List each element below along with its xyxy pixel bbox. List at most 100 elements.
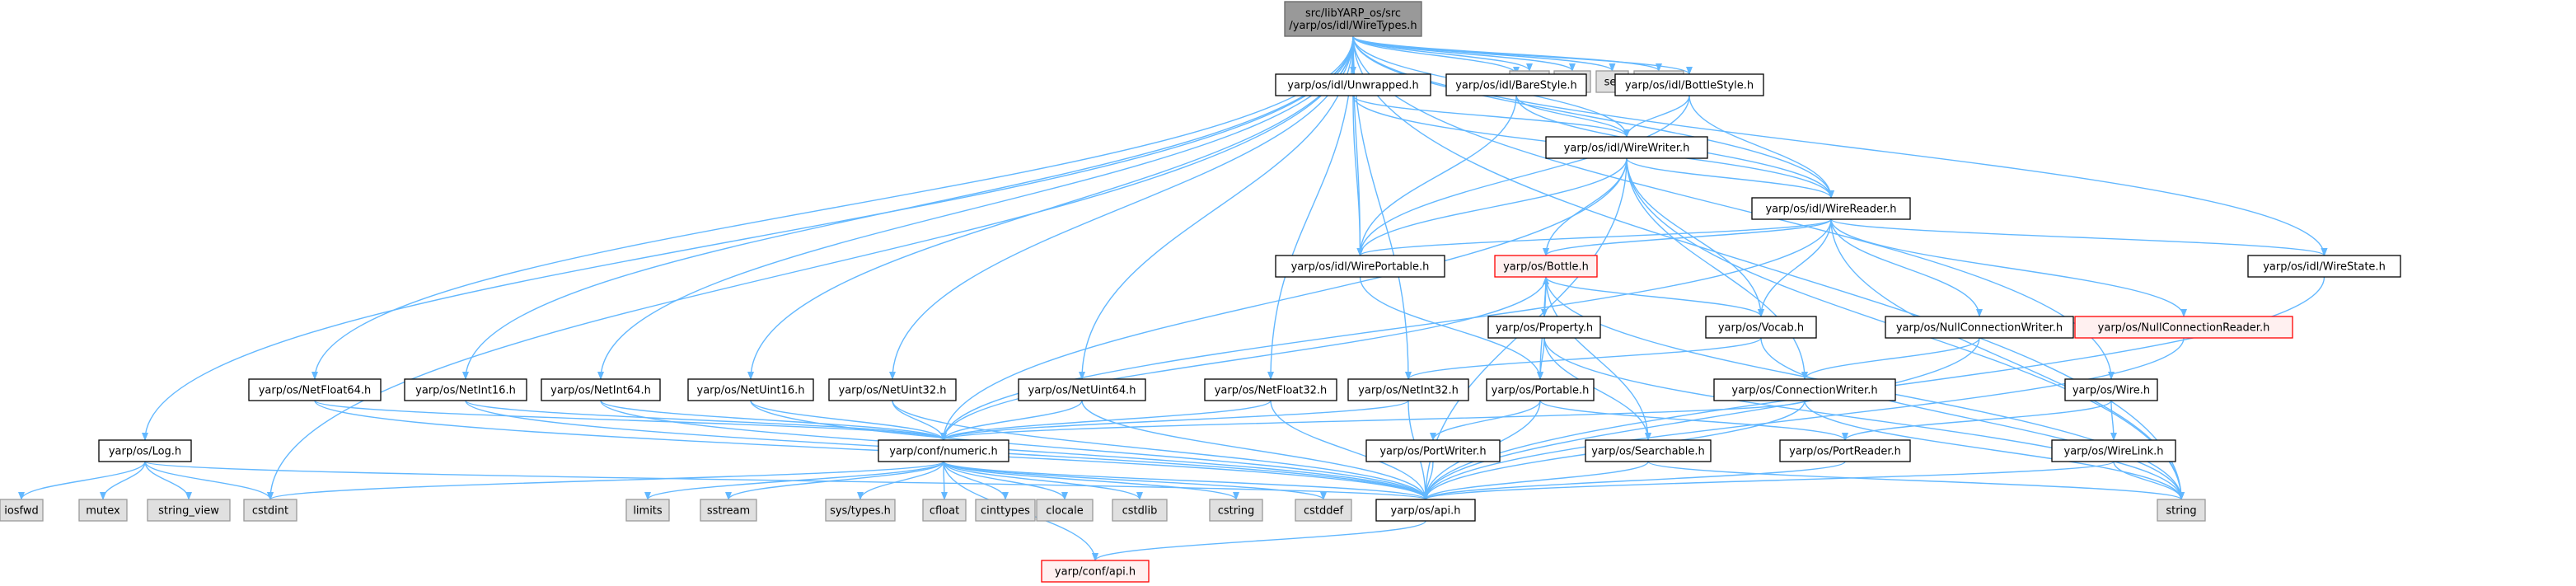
node-nullconnwriter[interactable]: yarp/os/NullConnectionWriter.h <box>1885 316 2074 339</box>
node-netuint32[interactable]: yarp/os/NetUint32.h <box>828 378 957 401</box>
node-label-limits: limits <box>633 505 663 518</box>
node-netuint16[interactable]: yarp/os/NetUint16.h <box>687 378 814 401</box>
node-portreader[interactable]: yarp/os/PortReader.h <box>1779 439 1911 462</box>
edge-bottle-to-searchable <box>1545 276 1651 441</box>
node-wirereader[interactable]: yarp/os/idl/WireReader.h <box>1751 197 1911 220</box>
node-box-portwriter <box>1365 439 1501 462</box>
node-label-portreader: yarp/os/PortReader.h <box>1789 446 1901 458</box>
node-confapi[interactable]: yarp/conf/api.h <box>1041 560 1150 583</box>
edge-barestyle-to-wireportable <box>1356 95 1517 256</box>
node-box-nullconnwriter <box>1885 316 2074 339</box>
edge-wirereader-to-nullconnreader <box>1830 218 2187 317</box>
node-portwriter[interactable]: yarp/os/PortWriter.h <box>1365 439 1501 462</box>
node-wire[interactable]: yarp/os/Wire.h <box>2064 378 2158 401</box>
node-label-iosfwd: iosfwd <box>4 505 39 518</box>
node-label-cstddef: cstddef <box>1304 505 1344 518</box>
node-box-searchable <box>1585 439 1712 462</box>
node-label-wirewriter: yarp/os/idl/WireWriter.h <box>1564 143 1690 155</box>
node-bottlestyle[interactable]: yarp/os/idl/BottleStyle.h <box>1614 73 1764 96</box>
node-wirewriter[interactable]: yarp/os/idl/WireWriter.h <box>1545 136 1708 159</box>
node-label-netint16: yarp/os/NetInt16.h <box>415 385 516 397</box>
edge-netint16-to-numeric <box>465 400 947 441</box>
edge-bottle-to-vocab <box>1545 276 1764 317</box>
node-log[interactable]: yarp/os/Log.h <box>98 439 192 462</box>
edge-log-to-cstdint <box>144 461 274 500</box>
edge-netuint64-to-api <box>1081 400 1429 500</box>
node-box-cstdint <box>243 499 297 522</box>
node-api[interactable]: yarp/os/api.h <box>1375 499 1476 522</box>
edge-nullconnreader-to-api <box>1422 337 2185 500</box>
node-label-nullconnreader: yarp/os/NullConnectionReader.h <box>2098 322 2270 335</box>
node-wirestate[interactable]: yarp/os/idl/WireState.h <box>2247 255 2401 278</box>
node-box-clocale <box>1036 499 1094 522</box>
edge-root-to-set <box>1352 35 1616 72</box>
node-box-netint32 <box>1347 378 1469 401</box>
edge-wirereader-to-nullconnwriter <box>1830 218 1983 317</box>
edge-numeric-to-cstddef <box>943 461 1327 500</box>
node-property[interactable]: yarp/os/Property.h <box>1487 316 1601 339</box>
edge-netfloat32-to-numeric <box>940 400 1272 441</box>
edge-unwrapped-to-wirewriter <box>1352 95 1630 138</box>
node-label-unwrapped: yarp/os/idl/Unwrapped.h <box>1287 80 1418 92</box>
node-numeric[interactable]: yarp/conf/numeric.h <box>878 439 1009 462</box>
node-netint64[interactable]: yarp/os/NetInt64.h <box>541 378 661 401</box>
node-box-netint16 <box>404 378 527 401</box>
node-label-bottle: yarp/os/Bottle.h <box>1503 261 1589 274</box>
edge-portable-to-portwriter <box>1430 400 1541 441</box>
edge-netint64-to-api <box>600 400 1429 500</box>
edge-nullconnwriter-to-connwriter <box>1801 337 1980 380</box>
node-barestyle[interactable]: yarp/os/idl/BareStyle.h <box>1445 73 1587 96</box>
node-box-netuint16 <box>687 378 814 401</box>
edge-wirewriter-to-wirereader <box>1626 157 1834 199</box>
node-netint16[interactable]: yarp/os/NetInt16.h <box>404 378 527 401</box>
edge-wire-to-portreader <box>1842 400 2112 441</box>
node-netint32[interactable]: yarp/os/NetInt32.h <box>1347 378 1469 401</box>
edge-netint64-to-numeric <box>600 400 947 441</box>
node-box-wireportable <box>1275 255 1445 278</box>
edge-numeric-to-cstdlib <box>943 461 1143 500</box>
node-box-log <box>98 439 192 462</box>
node-label-cfloat: cfloat <box>930 505 959 518</box>
node-box-portable <box>1486 378 1595 401</box>
node-searchable[interactable]: yarp/os/Searchable.h <box>1585 439 1712 462</box>
node-box-cstdlib <box>1112 499 1168 522</box>
node-vocab[interactable]: yarp/os/Vocab.h <box>1705 316 1817 339</box>
node-cstddef: cstddef <box>1295 499 1352 522</box>
edge-root-to-cstdint <box>267 35 1354 500</box>
node-label-netint32: yarp/os/NetInt32.h <box>1358 385 1459 397</box>
node-portable[interactable]: yarp/os/Portable.h <box>1486 378 1595 401</box>
edge-numeric-to-clocale <box>943 461 1068 500</box>
node-box-bottle <box>1494 255 1598 278</box>
node-wirelink[interactable]: yarp/os/WireLink.h <box>2051 439 2176 462</box>
node-box-api <box>1375 499 1476 522</box>
edge-netfloat64-to-api <box>314 400 1429 500</box>
edge-portable-to-portreader <box>1539 400 1848 441</box>
edge-numeric-to-api <box>943 461 1429 500</box>
node-netuint64[interactable]: yarp/os/NetUint64.h <box>1018 378 1146 401</box>
node-bottle[interactable]: yarp/os/Bottle.h <box>1494 255 1598 278</box>
edge-netint32-to-numeric <box>940 400 1409 441</box>
node-netfloat32[interactable]: yarp/os/NetFloat32.h <box>1204 378 1337 401</box>
edge-log-to-iosfwd <box>18 461 146 500</box>
node-cstdlib: cstdlib <box>1112 499 1168 522</box>
edge-numeric-to-cinttypes <box>943 461 1009 500</box>
node-label-string_view: string_view <box>158 505 219 518</box>
node-netfloat64[interactable]: yarp/os/NetFloat64.h <box>248 378 382 401</box>
node-wireportable[interactable]: yarp/os/idl/WirePortable.h <box>1275 255 1445 278</box>
node-iosfwd: iosfwd <box>0 499 44 522</box>
edge-netfloat32-to-api <box>1270 400 1429 500</box>
node-label-clocale: clocale <box>1046 505 1083 518</box>
edge-bottlestyle-to-wirereader <box>1688 95 1834 199</box>
node-box-netuint64 <box>1018 378 1146 401</box>
edge-bottlestyle-to-wireportable <box>1356 95 1690 256</box>
node-label-portwriter: yarp/os/PortWriter.h <box>1379 446 1486 458</box>
node-clocale: clocale <box>1036 499 1094 522</box>
edge-bottlestyle-to-wirewriter <box>1623 95 1690 138</box>
node-unwrapped[interactable]: yarp/os/idl/Unwrapped.h <box>1275 73 1431 96</box>
node-box-cfloat <box>922 499 967 522</box>
node-nullconnreader[interactable]: yarp/os/NullConnectionReader.h <box>2074 316 2293 339</box>
node-root[interactable]: src/libYARP_os/src/yarp/os/idl/WireTypes… <box>1284 1 1422 37</box>
node-box-netint64 <box>541 378 661 401</box>
node-connwriter[interactable]: yarp/os/ConnectionWriter.h <box>1713 378 1896 401</box>
node-label-connwriter: yarp/os/ConnectionWriter.h <box>1731 385 1877 397</box>
